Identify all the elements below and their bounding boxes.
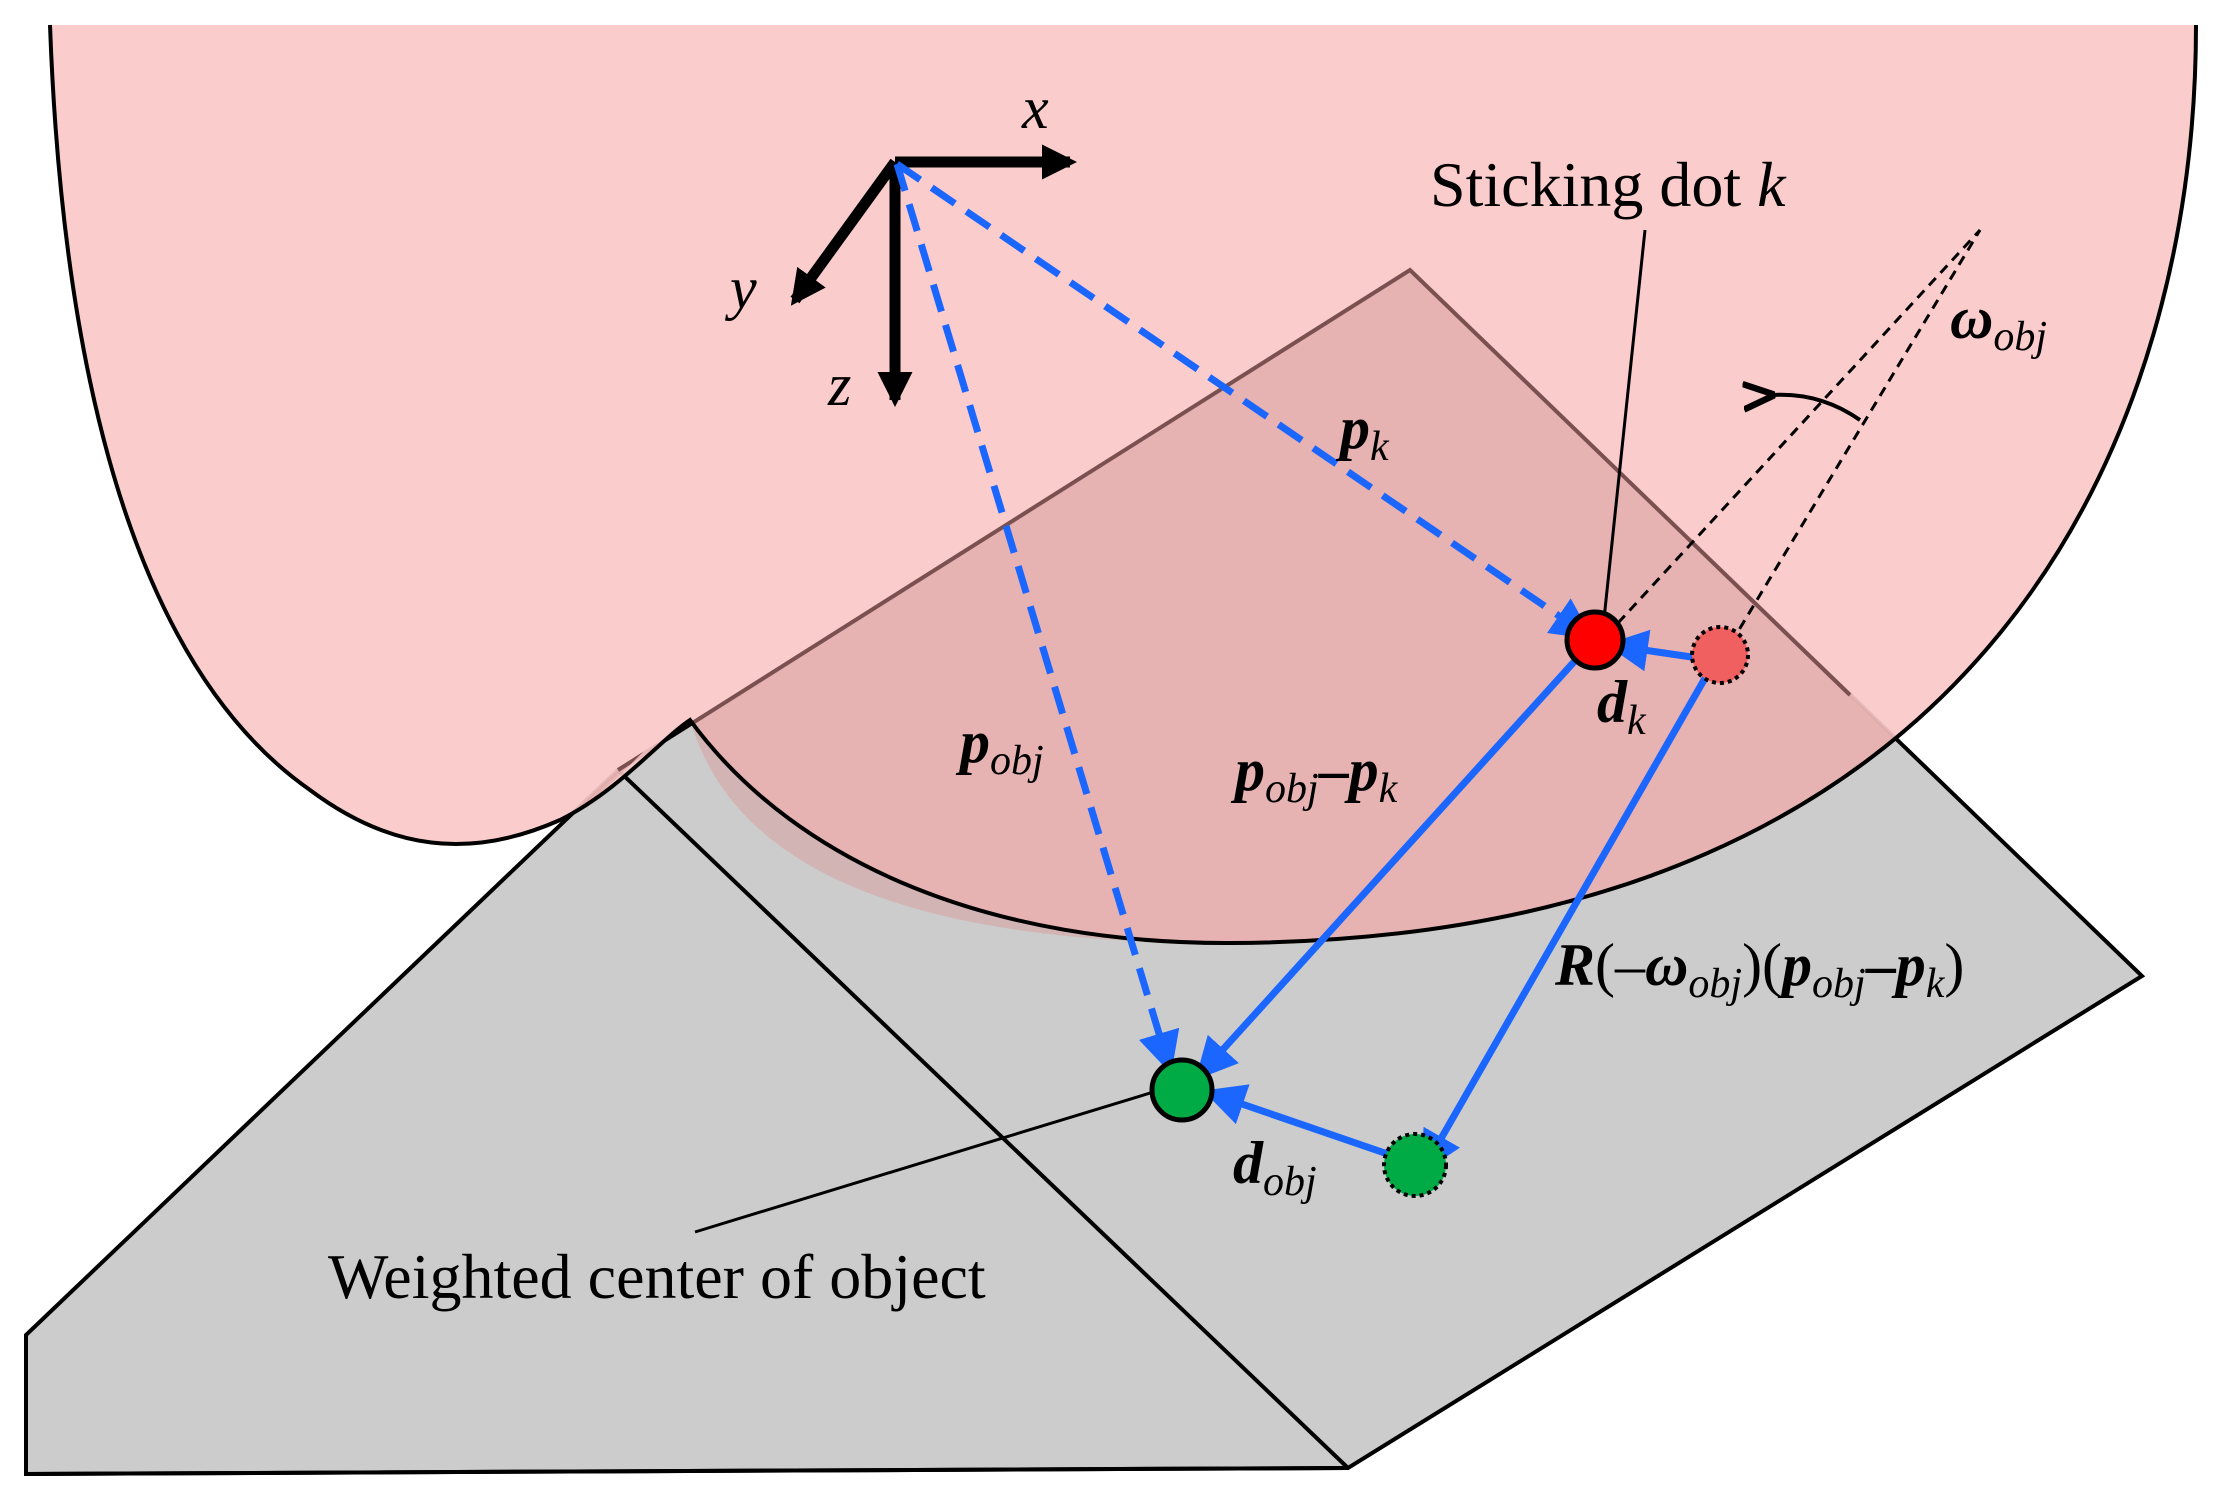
vector-p-obj: [893, 162, 1180, 1075]
vector-p-k: [895, 161, 1594, 640]
axis-x-label: x: [1021, 75, 1049, 141]
weighted-center-current: [1149, 1057, 1215, 1123]
vector-p-obj-minus-p-k: [1195, 639, 1595, 1081]
object-bottom-edge: [25, 1466, 1349, 1476]
weighted-center-previous: [1382, 1132, 1448, 1198]
sticking-dot-current: [1564, 609, 1626, 671]
sticking-dot-label: Sticking dot k: [1430, 149, 1787, 220]
d-k-label: dk: [1597, 669, 1647, 744]
sticking-dot-previous: [1690, 625, 1750, 685]
axis-y-label: y: [724, 255, 757, 321]
vector-rotated: [1419, 664, 1716, 1174]
weighted-center-label: Weighted center of object: [328, 1241, 986, 1312]
p-k-label: pk: [1335, 395, 1390, 470]
coordinate-frame: [790, 144, 1078, 408]
p-obj-label: pobj: [955, 709, 1044, 784]
p-obj-minus-p-k-label: pobj–pk: [1230, 737, 1399, 812]
weighted-center-leader: [694, 1088, 1161, 1234]
omega-label: ωobj: [1950, 285, 2047, 360]
rotated-vector-label: R(–ωobj)(pobj–pk): [1554, 932, 1964, 1007]
d-obj-label: dobj: [1233, 1130, 1317, 1205]
sticking-dot-leader: [1600, 229, 1647, 639]
axis-z-label: z: [827, 352, 851, 418]
vector-d-obj: [1203, 1084, 1407, 1164]
finger-outline: [48, 24, 2198, 946]
overlap-region: [50, 267, 2142, 944]
rotation-guides: [1593, 228, 1982, 659]
object-inner-edge: [616, 768, 1350, 1470]
